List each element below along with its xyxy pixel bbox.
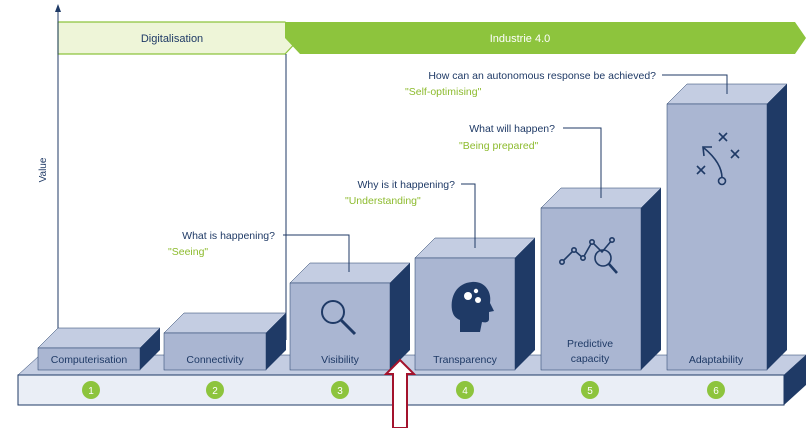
stage-3-badge <box>331 381 349 399</box>
stage-4-number: 4 <box>462 386 468 397</box>
stage-6-block <box>666 83 788 371</box>
stage-4-badge <box>456 381 474 399</box>
stage-3-name: Visibility <box>321 354 359 366</box>
stage-1-block <box>37 327 161 371</box>
stage-3-number: 3 <box>337 386 343 397</box>
axis-arrowhead <box>55 4 61 12</box>
digitalisation-label: Digitalisation <box>141 33 203 45</box>
stage-5-block <box>540 187 662 371</box>
stage-1-badge <box>82 381 100 399</box>
industrie-banner <box>285 22 806 54</box>
stage-6-number: 6 <box>713 386 719 397</box>
magnifier-icon <box>321 300 357 336</box>
stage-5-badge <box>581 381 599 399</box>
highlight-arrow-icon <box>383 358 417 428</box>
platform-side <box>784 355 806 405</box>
stage-1-name: Computerisation <box>51 354 128 366</box>
stage-2-badge <box>206 381 224 399</box>
stage-5-name-line1: Predictive <box>567 338 613 350</box>
stage-1-number: 1 <box>88 386 94 397</box>
stage-2-name: Connectivity <box>186 354 244 366</box>
stage-5-number: 5 <box>587 386 593 397</box>
stage-4-block <box>414 237 536 371</box>
stage-3-question: What is happening? <box>182 230 275 242</box>
stage-6-badge <box>707 381 725 399</box>
strategy-play-icon <box>696 132 740 186</box>
chart-magnifier-icon <box>558 237 618 274</box>
stage-6-answer: "Self-optimising" <box>405 86 482 98</box>
stage-6-callout-line <box>662 74 728 94</box>
stage-3-callout-line <box>283 234 350 272</box>
head-gears-icon <box>451 281 494 332</box>
stage-5-question: What will happen? <box>469 123 555 135</box>
stage-6-name: Adaptability <box>689 354 744 366</box>
stage-3-block <box>289 262 411 371</box>
stage-4-question: Why is it happening? <box>358 179 456 191</box>
stage-badges <box>82 381 725 399</box>
stage-2-block <box>163 312 287 371</box>
stage-4-name: Transparency <box>433 354 498 366</box>
axis-label: Value <box>38 157 49 182</box>
stage-2-number: 2 <box>212 386 218 397</box>
stage-4-answer: "Understanding" <box>345 195 421 207</box>
stage-6-question: How can an autonomous response be achiev… <box>428 70 656 82</box>
stage-5-answer: "Being prepared" <box>459 140 539 152</box>
industrie-label: Industrie 4.0 <box>490 33 551 45</box>
stage-5-callout-line <box>563 127 602 198</box>
stage-4-callout-line <box>461 183 476 248</box>
stage-5-name-line2: capacity <box>571 353 610 365</box>
stage-3-answer: "Seeing" <box>168 246 208 258</box>
